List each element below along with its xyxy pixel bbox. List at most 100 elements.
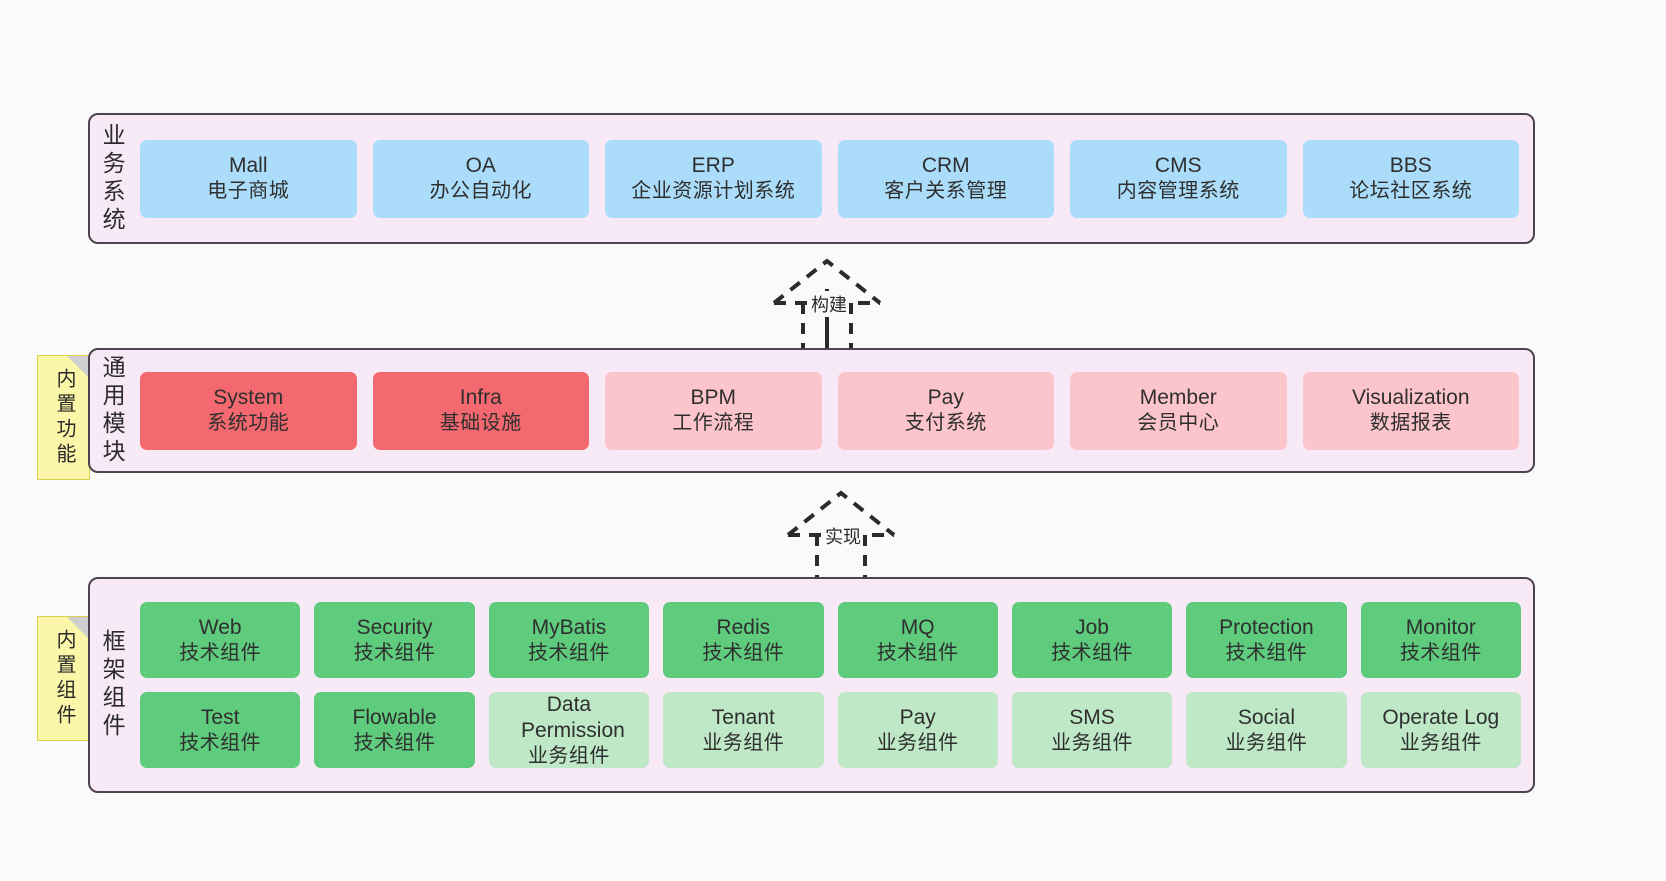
node-cms[interactable]: CMS 内容管理系统: [1070, 139, 1287, 218]
node-sms-cn: 业务组件: [1051, 731, 1134, 754]
node-sms[interactable]: SMS 业务组件: [1011, 692, 1173, 768]
node-redis-en: Redis: [716, 615, 771, 639]
node-data-permission[interactable]: Data Permission 业务组件: [488, 692, 650, 768]
node-crm-en: CRM: [921, 154, 970, 178]
node-oa-en: OA: [465, 154, 496, 178]
node-test[interactable]: Test 技术组件: [140, 692, 301, 768]
node-security-cn: 技术组件: [353, 641, 436, 664]
node-tenant-cn: 业务组件: [702, 731, 785, 754]
node-monitor-en: Monitor: [1405, 615, 1476, 639]
node-data-permission-en: Data Permission: [520, 692, 625, 742]
node-pay-component[interactable]: Pay 业务组件: [837, 692, 998, 768]
node-erp-cn: 企业资源计划系统: [631, 180, 796, 203]
node-web-cn: 技术组件: [179, 641, 262, 664]
business-node-row: Mall 电子商城 OA 办公自动化 ERP 企业资源计划系统 CRM 客户关系…: [140, 139, 1519, 218]
node-mybatis-cn: 技术组件: [527, 641, 610, 664]
node-sms-en: SMS: [1069, 705, 1115, 729]
arrow-build-label: 构建: [809, 291, 849, 317]
node-system[interactable]: System 系统功能: [140, 371, 357, 450]
node-operate-log[interactable]: Operate Log 业务组件: [1360, 692, 1521, 768]
node-bpm-cn: 工作流程: [672, 412, 755, 435]
node-infra-cn: 基础设施: [439, 412, 522, 435]
node-mq-cn: 技术组件: [876, 641, 959, 664]
node-security-en: Security: [356, 615, 433, 639]
layer-common-module-title: 通用模块: [90, 350, 134, 471]
node-erp-en: ERP: [691, 154, 735, 178]
arrow-implement: 实现: [766, 487, 926, 587]
common-node-row: System 系统功能 Infra 基础设施 BPM 工作流程 Pay 支付系统…: [140, 371, 1519, 450]
layer-framework-component-title-text: 框架组件: [99, 629, 126, 741]
node-job-en: Job: [1075, 615, 1109, 639]
note-builtin-component-text: 内置组件: [53, 628, 75, 729]
node-operate-log-en: Operate Log: [1382, 705, 1500, 729]
node-visualization-en: Visualization: [1351, 386, 1470, 410]
layer-framework-component-title: 框架组件: [90, 579, 134, 791]
node-member-en: Member: [1139, 386, 1217, 410]
node-protection-cn: 技术组件: [1225, 641, 1308, 664]
node-pay-module-en: Pay: [927, 386, 964, 410]
layer-business-system-title-text: 业务系统: [99, 122, 126, 235]
node-job[interactable]: Job 技术组件: [1011, 602, 1173, 678]
node-oa[interactable]: OA 办公自动化: [372, 139, 589, 218]
node-infra[interactable]: Infra 基础设施: [372, 371, 589, 450]
note-builtin-function: 内置功能: [37, 355, 90, 480]
node-mybatis-en: MyBatis: [531, 615, 607, 639]
node-system-cn: 系统功能: [207, 412, 290, 435]
layer-framework-component: 框架组件 Web 技术组件 Security 技术组件 MyBatis 技术组件…: [88, 577, 1535, 793]
node-member[interactable]: Member 会员中心: [1070, 371, 1287, 450]
node-flowable[interactable]: Flowable 技术组件: [314, 692, 475, 768]
node-bbs-en: BBS: [1389, 154, 1432, 178]
node-tenant-en: Tenant: [711, 705, 775, 729]
node-crm[interactable]: CRM 客户关系管理: [837, 139, 1054, 218]
node-member-cn: 会员中心: [1137, 412, 1220, 435]
node-flowable-en: Flowable: [352, 705, 437, 729]
node-bbs[interactable]: BBS 论坛社区系统: [1302, 139, 1519, 218]
node-infra-en: Infra: [459, 386, 502, 410]
node-web[interactable]: Web 技术组件: [140, 602, 301, 678]
node-protection-en: Protection: [1219, 615, 1314, 639]
node-protection[interactable]: Protection 技术组件: [1186, 602, 1347, 678]
framework-tech-row: Web 技术组件 Security 技术组件 MyBatis 技术组件 Redi…: [140, 602, 1521, 678]
note-builtin-component: 内置组件: [37, 616, 90, 741]
node-bbs-cn: 论坛社区系统: [1349, 180, 1473, 203]
node-test-en: Test: [200, 705, 240, 729]
node-bpm-en: BPM: [690, 386, 736, 410]
note-fold-corner-icon: [67, 356, 89, 378]
node-data-permission-cn: 业务组件: [527, 744, 610, 767]
node-pay-module[interactable]: Pay 支付系统: [837, 371, 1054, 450]
node-operate-log-cn: 业务组件: [1399, 731, 1482, 754]
node-redis-cn: 技术组件: [702, 641, 785, 664]
node-flowable-cn: 技术组件: [353, 731, 436, 754]
layer-common-module-body: System 系统功能 Infra 基础设施 BPM 工作流程 Pay 支付系统…: [134, 350, 1533, 471]
layer-business-system-body: Mall 电子商城 OA 办公自动化 ERP 企业资源计划系统 CRM 客户关系…: [134, 115, 1533, 242]
note-builtin-function-text: 内置功能: [53, 367, 75, 468]
node-cms-cn: 内容管理系统: [1116, 180, 1240, 203]
node-mall[interactable]: Mall 电子商城: [140, 139, 357, 218]
node-mall-cn: 电子商城: [207, 180, 290, 203]
note-fold-corner-icon: [67, 617, 89, 639]
node-visualization[interactable]: Visualization 数据报表: [1302, 371, 1519, 450]
node-social-en: Social: [1237, 705, 1296, 729]
node-web-en: Web: [198, 615, 242, 639]
node-redis[interactable]: Redis 技术组件: [663, 602, 824, 678]
node-social-cn: 业务组件: [1225, 731, 1308, 754]
node-erp[interactable]: ERP 企业资源计划系统: [605, 139, 822, 218]
node-monitor[interactable]: Monitor 技术组件: [1360, 602, 1521, 678]
node-visualization-cn: 数据报表: [1369, 412, 1452, 435]
node-crm-cn: 客户关系管理: [884, 180, 1008, 203]
layer-framework-component-body: Web 技术组件 Security 技术组件 MyBatis 技术组件 Redi…: [134, 579, 1533, 791]
node-mq[interactable]: MQ 技术组件: [837, 602, 998, 678]
node-security[interactable]: Security 技术组件: [314, 602, 475, 678]
node-social[interactable]: Social 业务组件: [1186, 692, 1347, 768]
node-mybatis[interactable]: MyBatis 技术组件: [488, 602, 650, 678]
node-mq-en: MQ: [900, 615, 935, 639]
node-oa-cn: 办公自动化: [429, 180, 532, 203]
node-job-cn: 技术组件: [1051, 641, 1134, 664]
node-bpm[interactable]: BPM 工作流程: [605, 371, 822, 450]
node-monitor-cn: 技术组件: [1399, 641, 1482, 664]
layer-business-system: 业务系统 Mall 电子商城 OA 办公自动化 ERP 企业资源计划系统 CRM: [88, 113, 1535, 244]
node-cms-en: CMS: [1154, 154, 1202, 178]
node-tenant[interactable]: Tenant 业务组件: [663, 692, 824, 768]
node-mall-en: Mall: [228, 154, 268, 178]
